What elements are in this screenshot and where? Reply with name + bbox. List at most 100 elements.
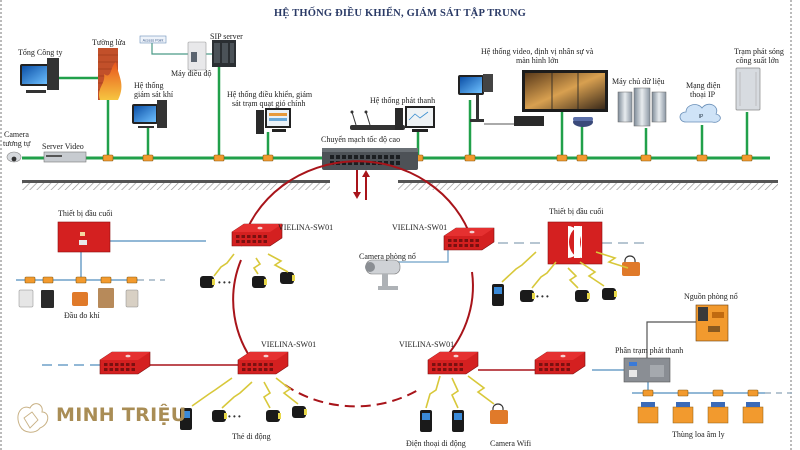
- mobile-tag-icon[interactable]: [200, 276, 215, 288]
- sip-server-icon[interactable]: [212, 40, 236, 67]
- switch-port: [366, 155, 370, 159]
- switch-right[interactable]: [534, 351, 586, 375]
- backbone-connector: [696, 154, 708, 162]
- backbone-connector: [102, 154, 114, 162]
- mobile-tag-icon[interactable]: [212, 410, 227, 422]
- cap-lamp-icon[interactable]: [490, 403, 508, 424]
- pc-phat-thanh[interactable]: [395, 106, 435, 132]
- data-server-icon[interactable]: [617, 87, 667, 127]
- switch-port: [264, 363, 268, 366]
- backbone-connector: [213, 154, 225, 162]
- speaker-connector: [677, 389, 689, 397]
- mobile-tag-icon[interactable]: [520, 290, 535, 302]
- switch-top-right[interactable]: [443, 227, 495, 251]
- speaker-amplifier-icon[interactable]: [637, 402, 659, 424]
- switch-port: [354, 155, 358, 159]
- label-server-video: Server Video: [42, 142, 84, 151]
- switch-bottom-right[interactable]: [427, 351, 479, 375]
- switch-port: [459, 363, 463, 366]
- mobile-tag-icon[interactable]: [602, 288, 617, 300]
- pc-dieu-khien-quat[interactable]: [256, 108, 291, 134]
- switch-bottom-left[interactable]: [237, 351, 289, 375]
- microphone-console-icon[interactable]: [350, 110, 405, 131]
- mobile-tag-icon[interactable]: [280, 272, 295, 284]
- label-video-1: Hệ thống video, định vị nhân sự và: [481, 47, 594, 56]
- label-camera-2: tương tự: [3, 139, 31, 148]
- pc-tong-cong-ty[interactable]: [20, 58, 59, 93]
- mobile-phone-icon[interactable]: [180, 408, 192, 430]
- tag-body: [520, 290, 534, 302]
- access-point-badge[interactable]: Access Point: [139, 35, 167, 44]
- left-border: [0, 0, 5, 450]
- mobile-tag-icon[interactable]: [252, 276, 267, 288]
- switch-port: [550, 363, 554, 366]
- switch-port: [464, 244, 468, 247]
- switch-top: [100, 352, 150, 360]
- label-camera-wifi: Camera Wifi: [490, 439, 532, 448]
- label-terminal-right: Thiết bị đầu cuối: [549, 207, 604, 216]
- ellipsis-dots: • • •: [218, 278, 231, 287]
- speaker-body: [707, 406, 729, 424]
- mobile-tag-icon[interactable]: [266, 410, 281, 422]
- video-wall-tv[interactable]: [522, 70, 608, 112]
- speaker-amplifier-icon[interactable]: [672, 402, 694, 424]
- switch-top: [428, 352, 478, 360]
- label-sw-bottom-right: VIELINA-SW01: [399, 340, 455, 349]
- tag-light: [304, 409, 307, 415]
- pc-giam-sat-khi[interactable]: [132, 100, 167, 128]
- cap-lamp-icon[interactable]: [622, 255, 640, 276]
- gas-sensors[interactable]: [18, 288, 139, 308]
- switch-port: [120, 368, 124, 371]
- speaker-amplifier-icon[interactable]: [742, 402, 764, 424]
- radio-base-station-icon[interactable]: [735, 67, 761, 111]
- switch-port: [443, 368, 447, 371]
- core-switch-icon[interactable]: [322, 148, 418, 170]
- mobile-phone-icon[interactable]: [452, 410, 464, 432]
- wireless-bolt: [275, 377, 299, 405]
- mobile-phone-icon[interactable]: [420, 410, 432, 432]
- label-may-chu: Máy chủ dữ liệu: [612, 77, 665, 86]
- camera-dome-icon[interactable]: [6, 151, 22, 163]
- terminal-box-right[interactable]: [547, 221, 603, 265]
- phone-screen: [494, 287, 502, 294]
- speaker-amplifier-icon[interactable]: [707, 402, 729, 424]
- ground-hatch-left: [22, 183, 330, 190]
- switch-port: [566, 363, 570, 366]
- switch-port: [396, 161, 400, 165]
- tag-body: [575, 290, 589, 302]
- mobile-phone-icon[interactable]: [492, 284, 504, 306]
- switch-port: [236, 235, 240, 238]
- label-thung-loa: Thùng loa âm ly: [672, 430, 725, 439]
- wireless-bolt: [501, 251, 537, 283]
- switch-port: [384, 155, 388, 159]
- switch-port: [109, 363, 113, 366]
- server-video-icon[interactable]: [43, 151, 87, 163]
- mobile-tag-icon[interactable]: [575, 290, 590, 302]
- dispatcher-server-icon[interactable]: [187, 41, 207, 71]
- explosion-proof-camera-icon[interactable]: [365, 259, 401, 290]
- switch-port: [544, 368, 548, 371]
- mobile-tag-icon[interactable]: [292, 406, 307, 418]
- pc-video[interactable]: [458, 74, 544, 126]
- lamp-body: [622, 262, 640, 276]
- switch-port: [453, 239, 457, 242]
- phone-screen: [454, 413, 462, 420]
- switch-port: [550, 368, 554, 371]
- switch-top-left[interactable]: [231, 223, 283, 247]
- switch-left[interactable]: [99, 351, 151, 375]
- switch-port: [566, 368, 570, 371]
- wireless-bolt: [567, 267, 579, 289]
- switch-port: [258, 368, 262, 371]
- ip-phone-cloud-icon[interactable]: IP: [679, 103, 721, 123]
- switch-port: [247, 235, 251, 238]
- firewall-icon[interactable]: [98, 48, 122, 100]
- router-icon[interactable]: [573, 117, 593, 127]
- tag-light: [224, 413, 227, 419]
- switch-port: [453, 244, 457, 247]
- broadcast-station-icon[interactable]: [623, 357, 671, 383]
- explosion-proof-power-icon[interactable]: [695, 304, 729, 342]
- terminal-box-left[interactable]: [57, 221, 111, 253]
- switch-port: [475, 239, 479, 242]
- tag-body: [266, 410, 280, 422]
- wireless-bolt: [262, 381, 272, 409]
